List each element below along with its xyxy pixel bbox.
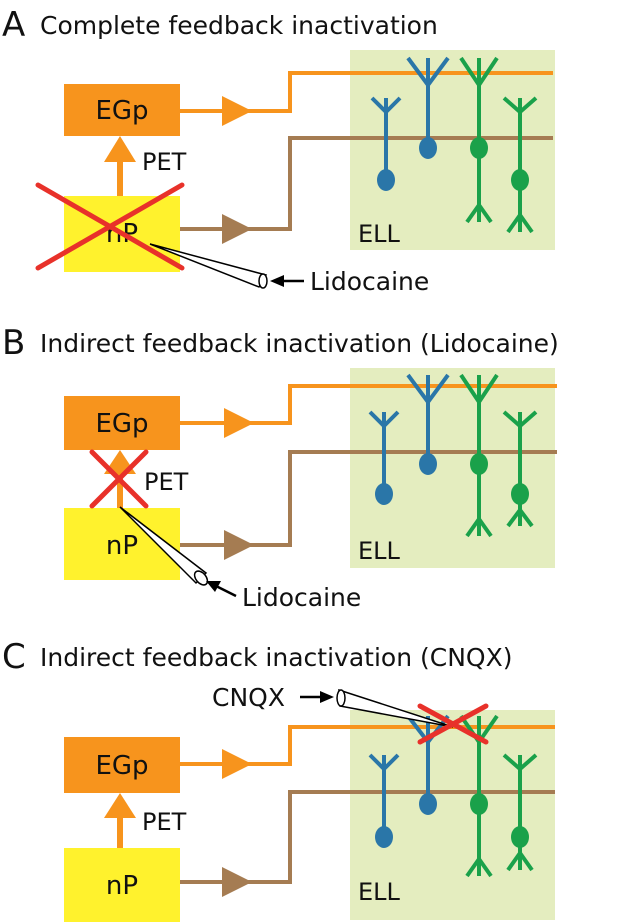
neuron-green-1	[459, 373, 499, 538]
inactivation-cross	[417, 703, 489, 745]
np-fiber-arrowhead	[224, 530, 254, 560]
egp-box	[64, 396, 180, 450]
np-label: nP	[106, 531, 138, 561]
egp-fiber-arrowhead	[222, 749, 252, 779]
panel-title: Indirect feedback inactivation (CNQX)	[40, 643, 512, 672]
panel-b: B Indirect feedback inactivation (Lidoca…	[2, 323, 559, 612]
neuron-blue-1	[368, 753, 400, 848]
neuron-blue-2	[406, 373, 450, 475]
panel-letter: C	[2, 637, 26, 677]
np-fiber-arrowhead	[222, 214, 252, 244]
np-fiber-arrowhead	[222, 867, 252, 897]
pet-label: PET	[144, 468, 189, 496]
panel-c: C Indirect feedback inactivation (CNQX) …	[2, 637, 555, 922]
ell-label: ELL	[358, 220, 401, 248]
egp-label: EGp	[95, 409, 148, 439]
panel-letter: B	[2, 323, 25, 363]
pet-label: PET	[142, 808, 187, 836]
pet-arrowhead	[104, 136, 136, 162]
neuron-green-2	[502, 753, 538, 872]
pipette-label-arrow	[215, 584, 237, 598]
neuron-green-1	[459, 56, 499, 224]
neuron-blue-1	[368, 410, 400, 505]
drug-label: Lidocaine	[310, 267, 429, 296]
np-box	[64, 848, 180, 922]
pet-arrowhead	[104, 793, 136, 818]
inactivation-cross	[89, 449, 149, 509]
panel-title: Indirect feedback inactivation (Lidocain…	[40, 329, 559, 358]
pet-label: PET	[142, 148, 187, 176]
drug-label: Lidocaine	[242, 583, 361, 612]
egp-label: EGp	[95, 96, 148, 126]
neuron-blue-2	[406, 56, 450, 159]
panel-letter: A	[2, 5, 25, 45]
egp-fiber-arrowhead	[224, 408, 254, 438]
inactivation-cross	[35, 182, 185, 271]
egp-fiber-arrowhead	[222, 96, 252, 126]
neuron-green-2	[502, 410, 538, 528]
neuron-blue-1	[370, 96, 402, 191]
panel-title: Complete feedback inactivation	[40, 11, 438, 40]
egp-label: EGp	[95, 751, 148, 781]
egp-box	[64, 84, 180, 136]
panel-a: A Complete feedback inactivation ELL	[2, 5, 555, 296]
np-label: nP	[106, 871, 138, 901]
neuron-green-2	[502, 96, 538, 234]
ell-label: ELL	[358, 537, 401, 565]
drug-label: CNQX	[212, 683, 285, 712]
ell-label: ELL	[358, 878, 401, 906]
egp-box	[64, 737, 180, 793]
